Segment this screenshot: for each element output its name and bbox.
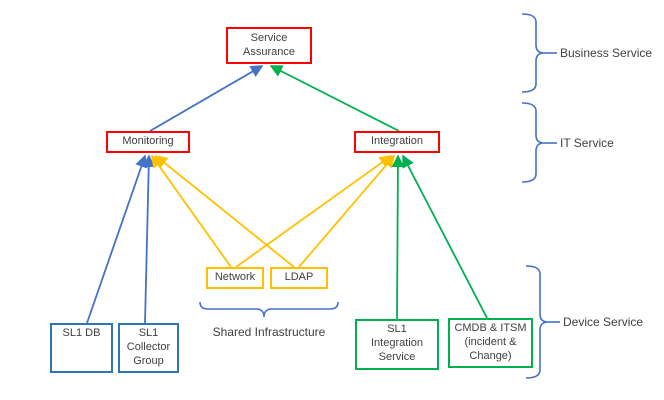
- node-network-label: Network: [214, 271, 256, 284]
- edge-sl1-collector-group-to-monitoring: [142, 154, 156, 324]
- node-monitoring-label: Monitoring: [122, 135, 174, 148]
- edge-sl1-db-to-monitoring: [86, 154, 148, 324]
- edge-cmdb-itsm-to-integration: [402, 154, 488, 319]
- node-sl1-integration-service: SL1 Integration Service: [355, 319, 439, 370]
- node-ldap: LDAP: [270, 267, 328, 289]
- node-network: Network: [206, 267, 264, 289]
- label-business-service: Business Service: [560, 46, 653, 60]
- edge-integration-to-service-assurance: [269, 65, 400, 132]
- label-shared-infrastructure: Shared Infrastructure: [212, 325, 326, 339]
- node-sl1-collector-group: SL1 Collector Group: [118, 323, 179, 373]
- edge-sl1-integration-service-to-integration: [391, 154, 405, 320]
- node-service-assurance-label: Service Assurance: [243, 31, 295, 58]
- node-sl1-db-label: SL1 DB: [62, 327, 101, 339]
- node-integration-label: Integration: [371, 135, 423, 148]
- node-sl1-integration-service-label: SL1 Integration Service: [371, 323, 423, 363]
- brace-it-service: [521, 102, 545, 183]
- node-sl1-db: SL1 DB: [50, 323, 113, 373]
- edge-ldap-to-monitoring: [154, 155, 295, 268]
- label-it-service: IT Service: [560, 136, 614, 150]
- brace-shared-infrastructure: [199, 301, 339, 318]
- node-service-assurance: Service Assurance: [226, 27, 312, 64]
- edge-monitoring-to-service-assurance: [149, 65, 264, 132]
- brace-business-service: [521, 13, 545, 93]
- label-device-service: Device Service: [563, 315, 644, 329]
- edge-network-to-integration: [235, 155, 393, 268]
- node-cmdb-itsm-label: CMDB & ITSM (incident & Change): [454, 322, 527, 362]
- node-sl1-collector-group-label: SL1 Collector Group: [126, 327, 171, 367]
- node-monitoring: Monitoring: [106, 131, 190, 153]
- node-cmdb-itsm: CMDB & ITSM (incident & Change): [448, 318, 533, 368]
- edge-network-to-monitoring: [151, 154, 232, 268]
- node-integration: Integration: [354, 131, 440, 153]
- node-ldap-label: LDAP: [284, 271, 314, 284]
- edge-ldap-to-integration: [298, 154, 396, 268]
